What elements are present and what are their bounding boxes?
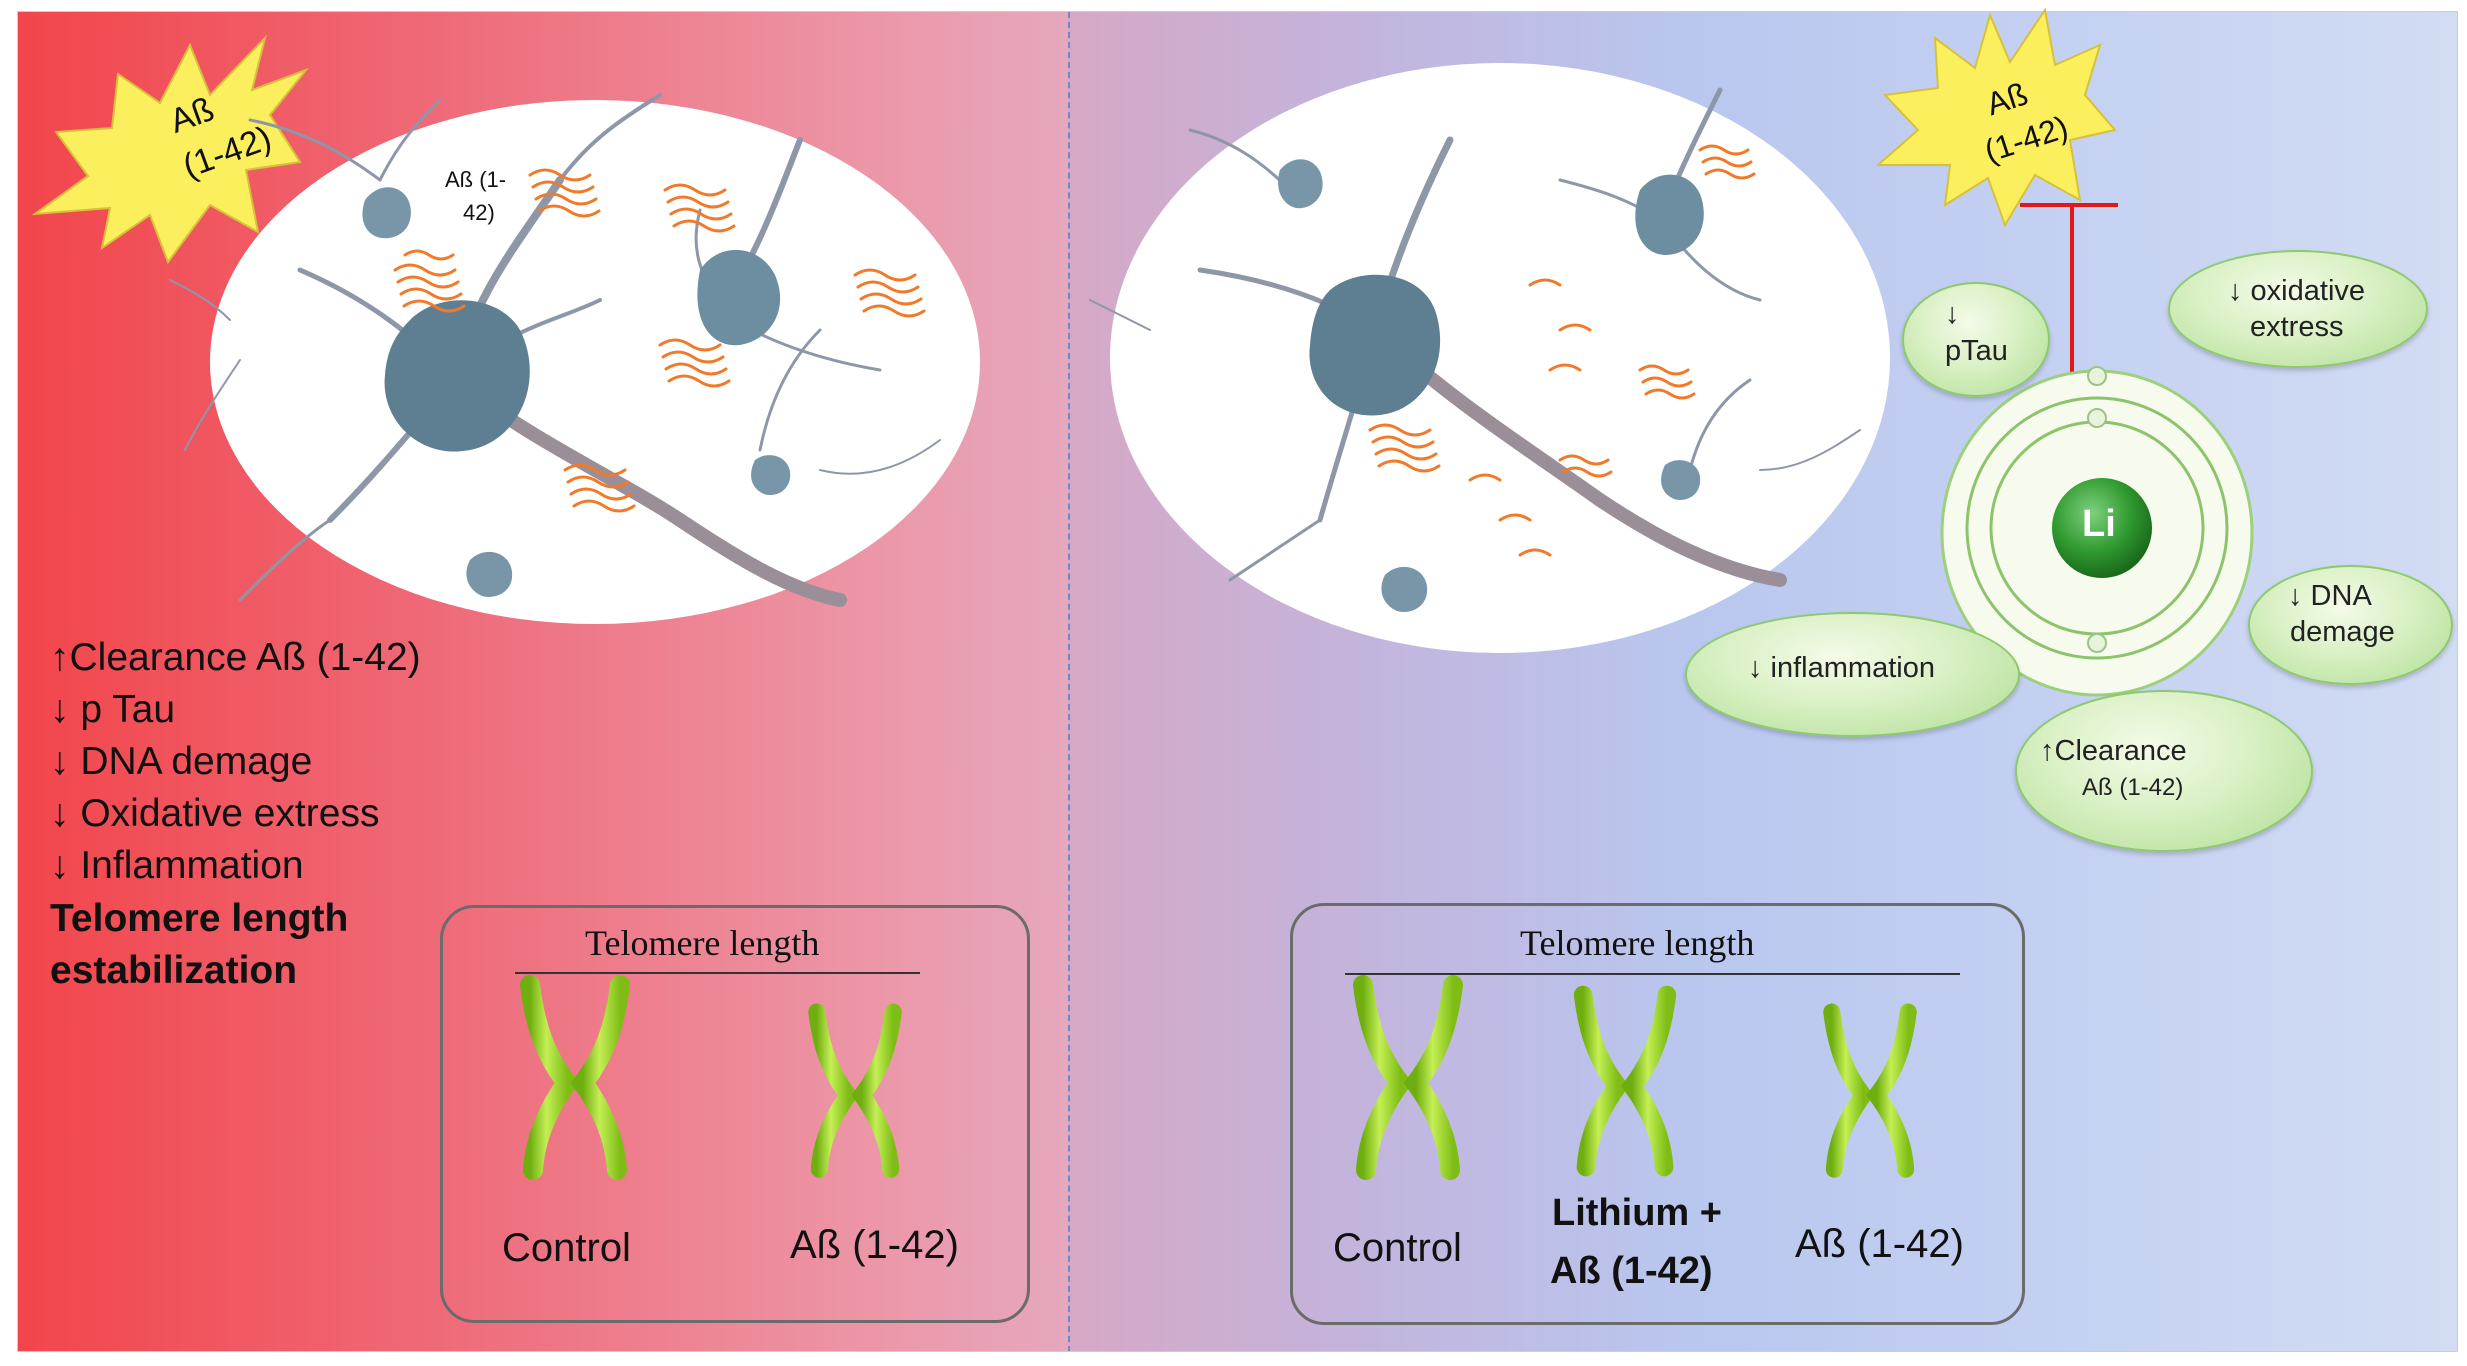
effect-ptau-label: pTau: [1945, 335, 2008, 367]
lithium-outer-shell: [1965, 396, 2229, 660]
telomere-underline-right: [1345, 973, 1960, 975]
label-lithium-line-2: Aß (1-42): [1550, 1250, 1713, 1292]
abeta-burst-right: [1875, 7, 2117, 228]
abeta-cell-label-1: Aß (1-: [445, 167, 507, 192]
chromosome-abeta-left: [817, 1012, 894, 1169]
electron-1: [2087, 366, 2107, 386]
electron-2: [2087, 408, 2107, 428]
neuron-cells-right: [1277, 159, 1704, 612]
abeta-fibrils-left: [393, 168, 926, 513]
effect-clearance: [2015, 690, 2313, 852]
effect-inflammation-label: ↓ inflammation: [1748, 652, 1935, 684]
effect-inflammation: [1685, 612, 2020, 737]
label-abeta-left: Aß (1-42): [790, 1223, 959, 1267]
conclusion-line-2: estabilization: [50, 949, 298, 992]
effect-oxidative-line-2: extress: [2250, 311, 2344, 343]
neuron-image-right: [1110, 63, 1890, 653]
neuron-cells-left: [362, 187, 791, 597]
benefit-inflammation: ↓ Inflammation: [50, 844, 304, 887]
benefit-dna: ↓ DNA demage: [50, 740, 313, 783]
telomere-title-left: Telomere length: [585, 923, 820, 963]
abeta-fibrils-right: [1368, 144, 1756, 557]
lithium-nucleus: [2052, 478, 2152, 578]
effect-dna-line-1: ↓ DNA: [2288, 580, 2372, 612]
label-control-right: Control: [1333, 1226, 1462, 1270]
effect-ptau: [1902, 282, 2050, 397]
effect-oxidative-line-1: ↓ oxidative: [2228, 275, 2366, 307]
chromosome-control-left: [530, 985, 620, 1170]
effect-clearance-line-2: Aß (1-42): [2082, 774, 2184, 801]
panel-divider: [1068, 12, 1070, 1352]
benefit-oxidative: ↓ Oxidative extress: [50, 792, 380, 835]
effect-dna-line-2: demage: [2290, 616, 2395, 648]
effect-ptau-arrow: ↓: [1945, 298, 1960, 330]
benefit-ptau: ↓ p Tau: [50, 688, 176, 731]
benefit-clearance: ↑Clearance Aß (1-42): [50, 636, 421, 679]
abeta-burst-left: [31, 34, 310, 265]
effect-oxidative: [2168, 250, 2428, 368]
effect-dna: [2248, 565, 2453, 685]
effect-clearance-line-1: ↑Clearance: [2040, 735, 2187, 767]
label-lithium-line-1: Lithium +: [1552, 1192, 1722, 1234]
telomere-box-left: [440, 905, 1030, 1323]
telomere-box-right: [1290, 903, 2025, 1325]
lithium-symbol: Li: [2082, 503, 2116, 545]
telomere-underline-left: [515, 972, 920, 974]
conclusion-line-1: Telomere length: [50, 897, 349, 940]
label-control-left: Control: [502, 1226, 631, 1270]
abeta-cell-label-2: 42): [463, 200, 495, 225]
electron-3: [2087, 633, 2107, 653]
label-abeta-right: Aß (1-42): [1795, 1222, 1964, 1266]
telomere-title-right: Telomere length: [1520, 923, 1755, 963]
